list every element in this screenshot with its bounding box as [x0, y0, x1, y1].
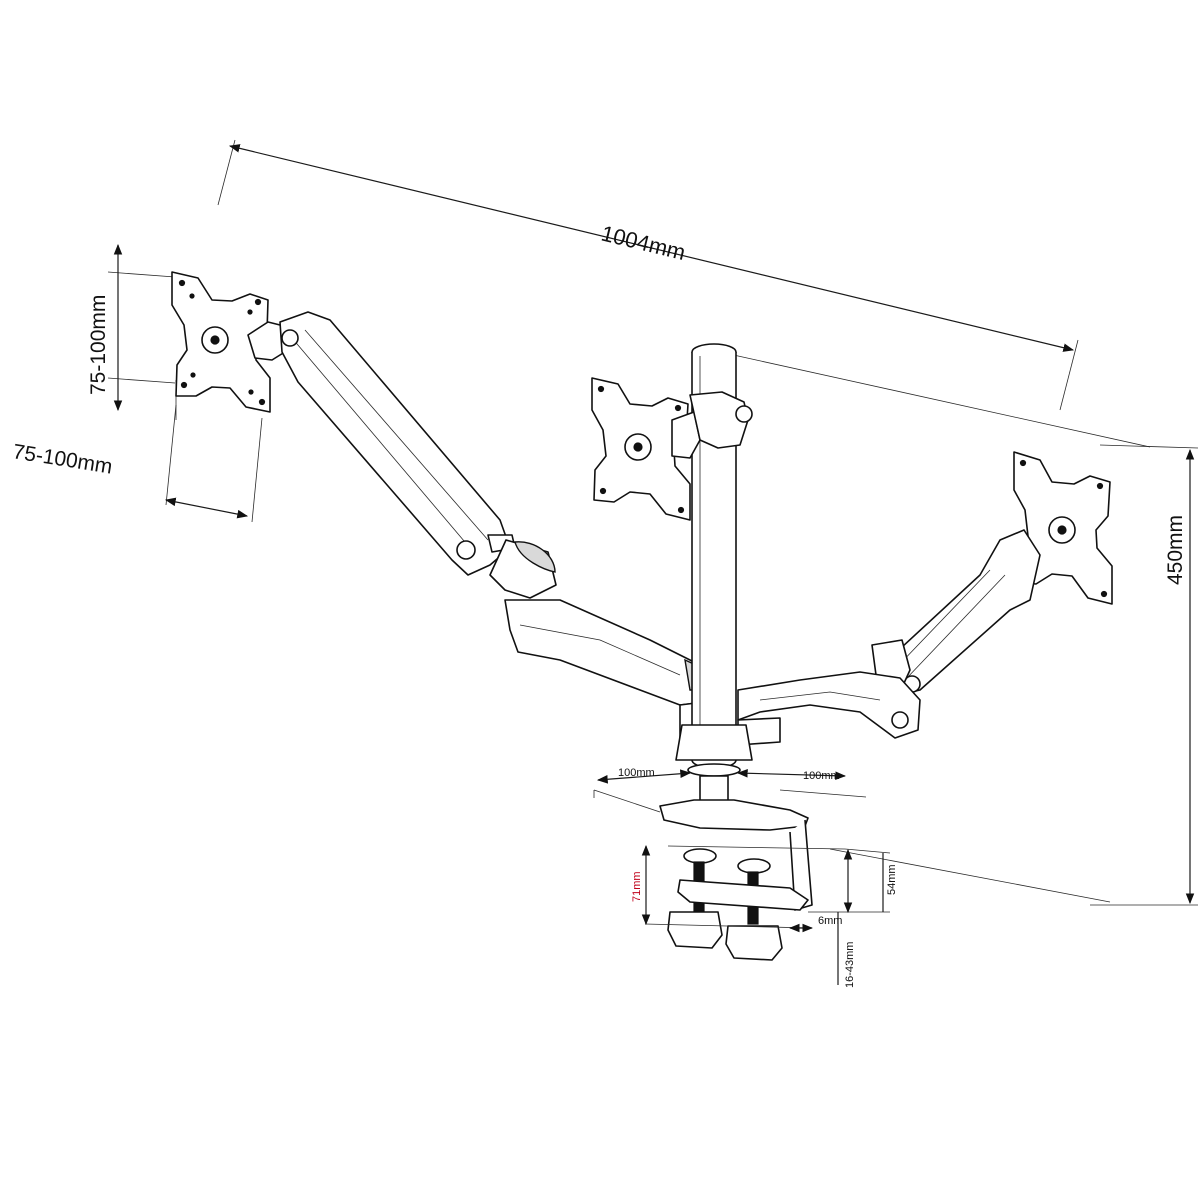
total-height-label: 450mm	[1164, 515, 1187, 585]
clamp-range-label: 71mm	[631, 871, 643, 902]
clamp-assembly	[644, 845, 891, 961]
vesa-height-label: 75-100mm	[87, 295, 110, 395]
desk-thickness-label: 16-43mm	[844, 942, 856, 988]
left-vesa-plate	[171, 271, 271, 413]
left-arm	[247, 311, 557, 599]
dimension-total-height: 450mm	[1090, 444, 1199, 906]
clamp-depth-label: 54mm	[886, 864, 898, 895]
desk-plate: 100mm 100mm	[593, 767, 867, 911]
right-vesa-plate	[1013, 451, 1113, 605]
center-vesa-plate	[591, 377, 753, 521]
dimension-vesa-height: 75-100mm	[87, 243, 176, 412]
total-width-label: 1004mm	[599, 221, 688, 265]
right-arm	[871, 529, 1041, 696]
dimension-clamp: 71mm 54mm 6mm 16-43mm	[631, 844, 898, 988]
base-right-label: 100mm	[803, 770, 840, 782]
clamp-lip-label: 6mm	[818, 915, 842, 927]
vesa-width-label: 75-100mm	[11, 440, 114, 478]
base-left-label: 100mm	[618, 767, 655, 779]
right-lower-arm	[737, 671, 921, 746]
dimension-vesa-width: 75-100mm	[11, 404, 263, 523]
